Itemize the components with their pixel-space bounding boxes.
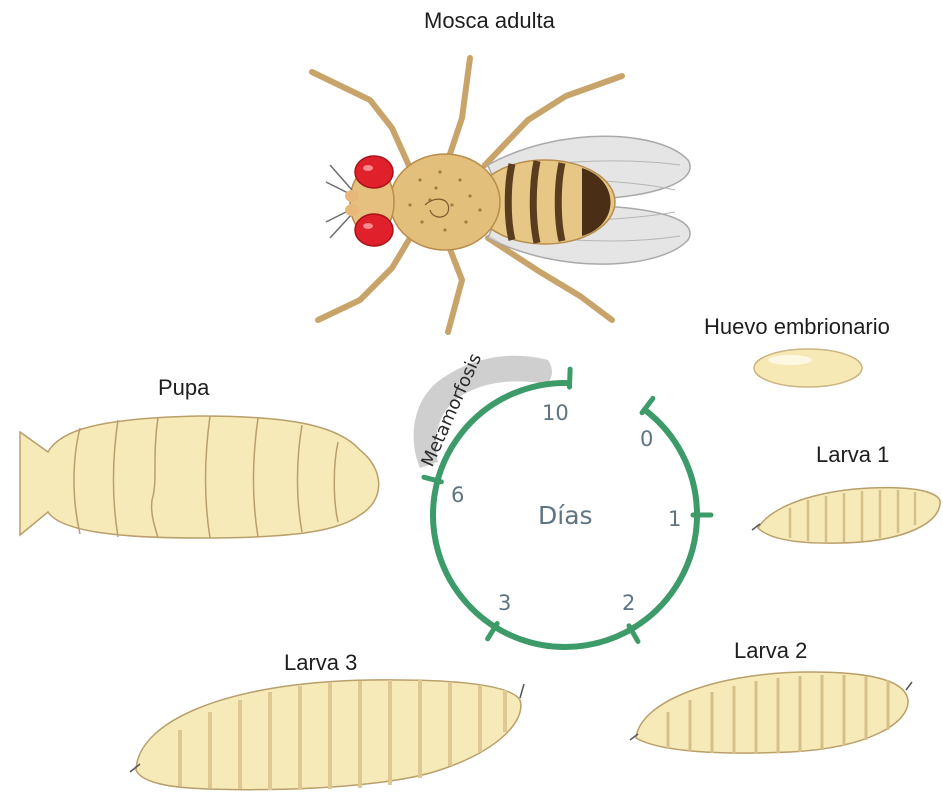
day-label-3: 3 [498, 591, 511, 615]
day-label-2: 2 [622, 591, 635, 615]
larva-1-illustration [752, 488, 940, 544]
day-label-1: 1 [668, 507, 681, 531]
fly-eye-bottom [355, 214, 393, 246]
larva-2-illustration [630, 672, 912, 754]
cycle-dial: Metamorfosis 0 1 2 3 6 10 Días [414, 350, 711, 647]
adult-fly-illustration [312, 58, 690, 332]
pupa-illustration [20, 416, 379, 538]
fly-eye-top [355, 156, 393, 188]
cycle-tick-5 [569, 369, 570, 387]
center-label-days: Días [538, 501, 593, 530]
day-label-10: 10 [542, 401, 569, 425]
larva-3-illustration [130, 680, 524, 790]
egg-illustration [754, 349, 862, 387]
day-label-6: 6 [451, 483, 464, 507]
fly-thorax [390, 154, 500, 250]
day-label-0: 0 [640, 427, 653, 451]
